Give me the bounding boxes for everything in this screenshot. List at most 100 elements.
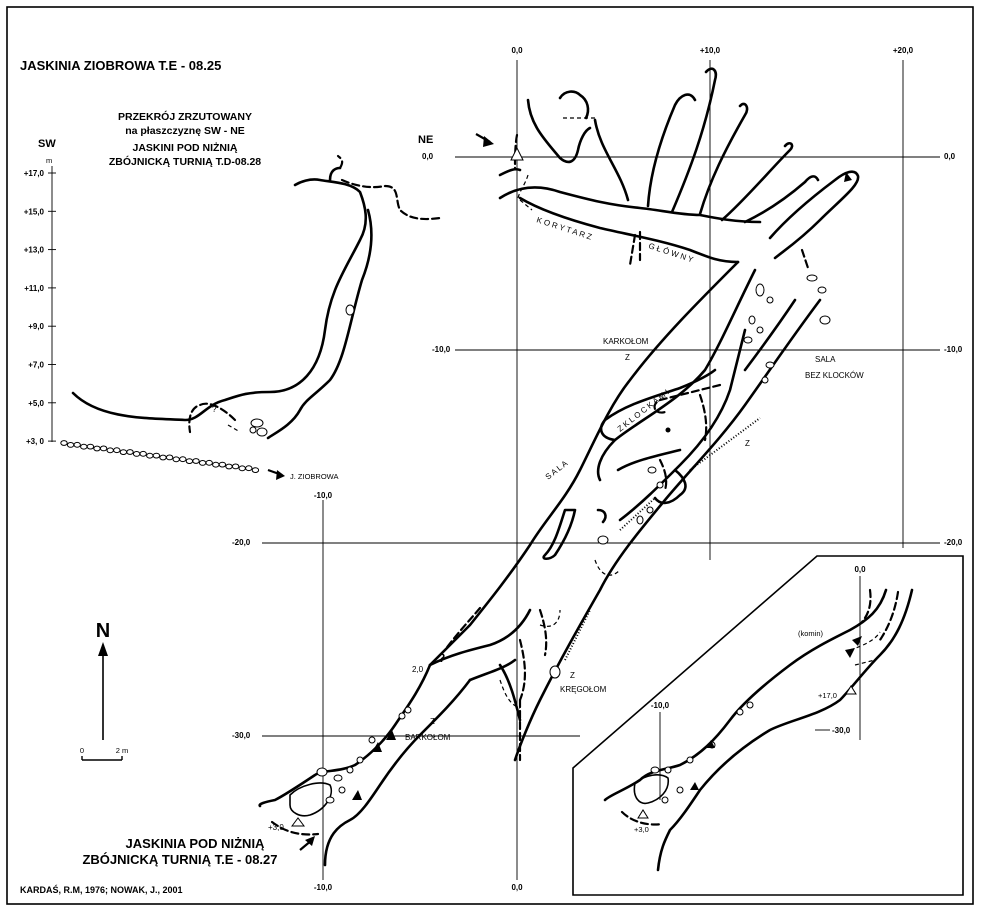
plan-upper-cave: K O R Y T A R Z G Ł Ó W N Y	[498, 67, 860, 270]
boulder	[743, 336, 753, 344]
north-letter: N	[96, 620, 110, 642]
boulder	[398, 712, 406, 720]
boulder	[636, 515, 644, 525]
section-profile: ? J. ZIOBROWA	[60, 154, 442, 481]
boulder	[819, 315, 831, 325]
boulder	[185, 458, 194, 465]
z-klockami-label: Z K L O C K A M I	[616, 388, 671, 434]
boulder	[661, 796, 669, 804]
boulder	[650, 766, 660, 774]
boulder	[179, 456, 187, 463]
lower-question: ?	[438, 651, 445, 665]
entrance-label: J. ZIOBROWA	[290, 472, 338, 481]
kregolom-z: Z	[570, 671, 575, 680]
boulder	[172, 456, 180, 463]
grid-left-10: -10,0	[432, 345, 451, 354]
section-line-4: ZBÓJNICKĄ TURNIĄ T.D-08.28	[109, 155, 261, 168]
main-title: JASKINIA ZIOBROWA T.E - 08.25	[20, 58, 221, 73]
komin-label: (komin)	[798, 629, 824, 638]
plan-grid: 0,0 +10,0 +20,0 0,0 -10,0 -20,0 -30,0 0,…	[232, 46, 963, 892]
section-line-3: JASKINI POD NIŻNIĄ	[132, 141, 237, 154]
section-line-2: na płaszczyznę SW - NE	[125, 125, 245, 137]
scale-0: 0	[80, 746, 84, 755]
boulder	[225, 463, 233, 470]
boulder	[748, 315, 756, 325]
boulder	[755, 283, 765, 297]
section-heading: PRZEKRÓJ ZRZUTOWANY na płaszczyznę SW - …	[109, 110, 261, 168]
elev-2-label: 2,0	[412, 665, 424, 674]
boulder	[646, 506, 654, 514]
inset-map: 0,0 -10,0 -30,0 (komin) +17,0 +3,0	[572, 555, 964, 896]
boulder	[212, 461, 220, 468]
boulder	[238, 465, 246, 472]
inset-x0: 0,0	[854, 565, 866, 574]
boulder	[80, 443, 88, 450]
section-tick-label: +7,0	[28, 361, 44, 370]
plan-main-halls: KARKOŁOM Z SALA BEZ KLOCKÓW Z K L O C K …	[428, 260, 864, 762]
boulder	[146, 452, 154, 459]
boulder	[686, 756, 694, 764]
boulder	[251, 467, 260, 474]
sala-label: S A L A	[544, 458, 570, 481]
boulder	[356, 756, 364, 764]
grid-lower-x-0-bottom: 0,0	[511, 883, 523, 892]
boulder	[346, 766, 354, 774]
barkolom-label: BARKOŁOM	[405, 733, 451, 742]
boulder	[664, 766, 672, 774]
boulder	[99, 445, 108, 452]
sala-z: Z	[745, 439, 750, 448]
boulder	[597, 535, 609, 545]
boulder	[676, 786, 684, 794]
boulder	[338, 786, 346, 794]
boulder	[192, 458, 200, 464]
boulder	[656, 481, 664, 489]
section-tick-label: +5,0	[28, 399, 44, 408]
grid-lower-x-10-bottom: -10,0	[314, 883, 333, 892]
grid-lower-x-10-top: -10,0	[314, 491, 333, 500]
section-axis: SW m +17,0+15,0+13,0+11,0+9,0+7,0+5,0+3,…	[24, 138, 57, 446]
plan-lower-cave: ? 2,0 Z KRĘGOŁOM Z BARKOŁOM +3,0	[258, 606, 607, 867]
boulder	[152, 452, 161, 459]
karkolom-label: KARKOŁOM	[603, 337, 649, 346]
boulder	[159, 454, 167, 461]
scale-bar: 0 2 m	[80, 746, 129, 761]
lower-cave-title: JASKINIA POD NIŻNIĄ ZBÓJNICKĄ TURNIĄ T.E…	[82, 836, 315, 867]
section-line-1: PRZEKRÓJ ZRZUTOWANY	[118, 110, 252, 123]
section-tick-label: +17,0	[24, 169, 45, 178]
section-tick-label: +13,0	[24, 246, 45, 255]
barkolom-z: Z	[430, 717, 435, 726]
boulder	[404, 706, 412, 714]
inset-x10: -10,0	[651, 701, 670, 710]
inset-elev-17: +17,0	[818, 691, 837, 700]
sala-bez-label-2: BEZ KLOCKÓW	[805, 371, 864, 380]
boulder	[806, 274, 818, 282]
boulder	[165, 454, 174, 461]
boulder	[113, 447, 121, 454]
boulder	[333, 774, 343, 782]
boulder	[132, 451, 141, 457]
boulder	[73, 441, 81, 448]
boulder	[817, 286, 827, 294]
north-arrow: N	[96, 620, 110, 740]
boulder	[736, 708, 744, 716]
section-tick-label: +9,0	[28, 322, 44, 331]
sw-label: SW	[38, 138, 56, 150]
boulder	[60, 440, 68, 446]
section-tick-label: +15,0	[24, 207, 45, 216]
scale-2m: 2 m	[116, 746, 129, 755]
boulder	[139, 450, 147, 457]
boulder	[86, 443, 95, 450]
boulder	[245, 465, 253, 472]
boulder	[765, 361, 775, 369]
grid-left-0: 0,0	[422, 152, 434, 161]
section-tick-label: +11,0	[24, 284, 44, 293]
sala-bez-label-1: SALA	[815, 355, 836, 364]
lower-title-line-2: ZBÓJNICKĄ TURNIĄ T.E - 08.27	[82, 852, 277, 867]
inset-y30: -30,0	[832, 726, 851, 735]
section-question: ?	[212, 405, 217, 414]
boulder	[93, 445, 101, 452]
boulder	[126, 449, 134, 455]
grid-right-20: -20,0	[944, 538, 963, 547]
grid-top-10: +10,0	[700, 46, 721, 55]
